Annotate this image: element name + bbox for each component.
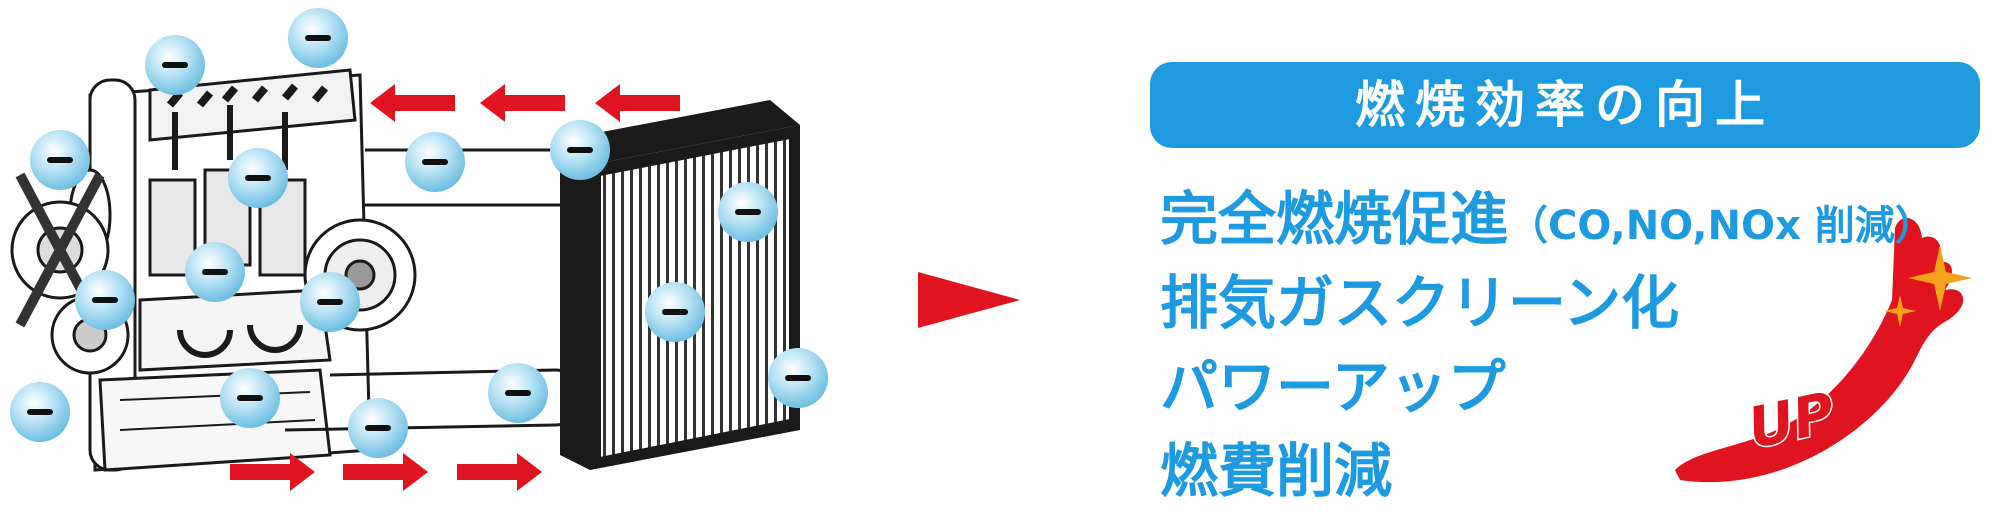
up-badge-text: UP (1742, 380, 1840, 462)
right-triangle-arrow-icon (918, 272, 1020, 328)
negative-ion-icon (405, 132, 465, 192)
benefit-item: 排気ガスクリーン化 (1160, 256, 1679, 340)
right-arrow-icon (343, 453, 428, 491)
benefit-item: 完全燃焼促進（CO,NO,NOx 削減） (1160, 172, 1935, 256)
negative-ion-icon (645, 282, 705, 342)
benefit-label: 排気ガスクリーン化 (1160, 269, 1680, 337)
benefit-note: （CO,NO,NOx 削減） (1508, 203, 1935, 249)
left-arrow-icon (370, 84, 455, 122)
benefit-label: 完全燃焼促進 (1160, 185, 1509, 253)
negative-ion-icon (488, 363, 548, 423)
efficiency-banner: 燃焼効率の向上 (1150, 62, 1980, 148)
negative-ion-icon (550, 120, 610, 180)
benefit-label: パワーアップ (1160, 353, 1506, 421)
negative-ion-icon (718, 182, 778, 242)
negative-ion-icon (10, 382, 70, 442)
negative-ion-icon (348, 398, 408, 458)
negative-ion-icon (300, 272, 360, 332)
right-arrow-icon (230, 453, 315, 491)
negative-ion-icon (75, 270, 135, 330)
negative-ion-icon (30, 130, 90, 190)
negative-ion-icon (288, 8, 348, 68)
negative-ion-icon (228, 148, 288, 208)
banner-title: 燃焼効率の向上 (1355, 76, 1775, 134)
flow-arrows-top (370, 84, 680, 122)
sparkle-star-icon (1908, 245, 1972, 311)
negative-ion-icon (768, 348, 828, 408)
negative-ion-icon (145, 35, 205, 95)
sparkle-star-icon (1884, 295, 1916, 327)
benefit-item: パワーアップ (1160, 340, 1506, 424)
negative-ion-icon (185, 242, 245, 302)
negative-ion-icon (220, 368, 280, 428)
right-arrow-icon (457, 453, 542, 491)
up-badge: UP (1675, 217, 1972, 483)
benefit-label: 燃費削減 (1160, 437, 1393, 505)
flow-arrows-bottom (230, 453, 542, 491)
left-arrow-icon (480, 84, 565, 122)
negative-ions (10, 8, 828, 458)
benefit-item: 燃費削減 (1160, 424, 1392, 508)
left-arrow-icon (595, 84, 680, 122)
